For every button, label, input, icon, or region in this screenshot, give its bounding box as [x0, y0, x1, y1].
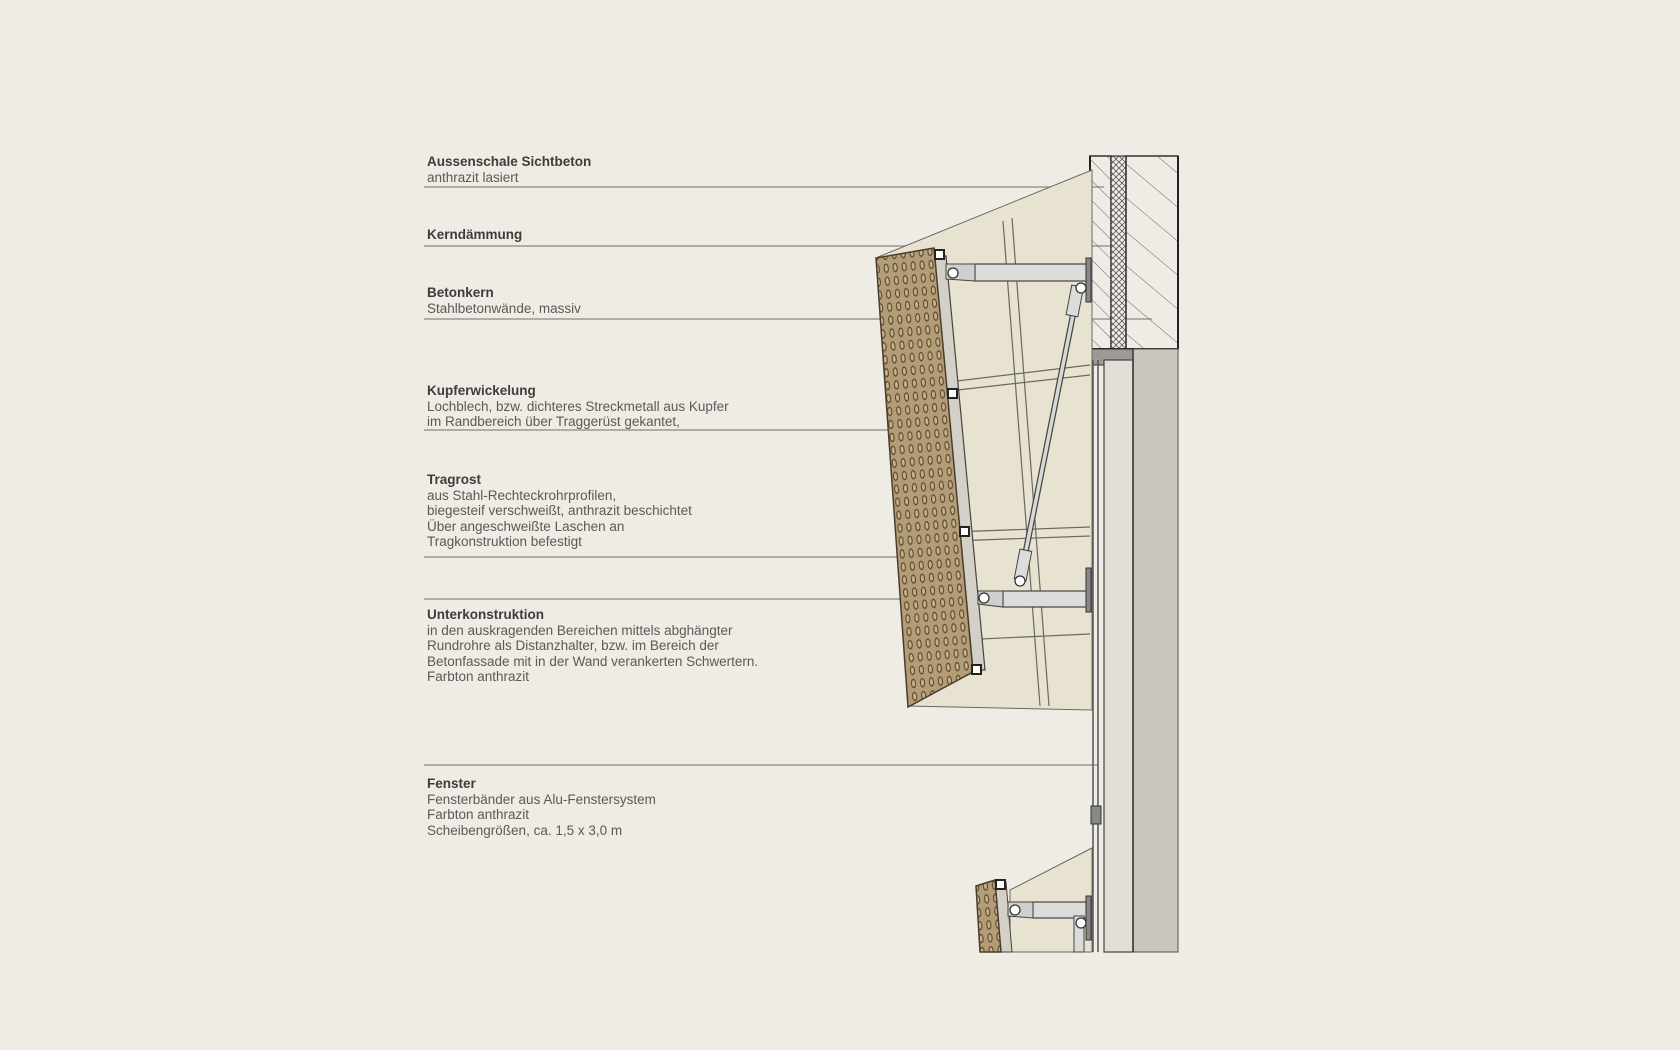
- label-title: Unterkonstruktion: [427, 607, 545, 622]
- label-line: Lochblech, bzw. dichteres Streckmetall a…: [427, 398, 729, 414]
- label-line: Scheibengrößen, ca. 1,5 x 3,0 m: [427, 822, 623, 838]
- upper-wall-section: [1089, 155, 1179, 366]
- label-title: Tragrost: [427, 472, 482, 487]
- lower-standoff-tube: [1002, 590, 1090, 608]
- label-line: Farbton anthrazit: [427, 807, 530, 823]
- label-line: Stahlbetonwände, massiv: [427, 300, 581, 316]
- outer-concrete-shell: [1089, 155, 1112, 350]
- label-line: Rundrohre als Distanzhalter, bzw. im Ber…: [427, 638, 719, 654]
- core-insulation: [1110, 155, 1127, 350]
- concrete-core-lower: [1132, 348, 1179, 953]
- label-line: aus Stahl-Rechteckrohrprofilen,: [427, 487, 617, 503]
- window-profile: [1090, 805, 1102, 825]
- window-sill-column: [1103, 359, 1134, 953]
- label-kerndaemmung: Kerndämmung: [427, 227, 522, 243]
- lower-wall-section: [1090, 348, 1179, 953]
- label-line: Fensterbänder aus Alu-Fenstersystem: [427, 791, 656, 807]
- label-line: Über angeschweißte Laschen an: [427, 518, 625, 534]
- label-line: Farbton anthrazit: [427, 669, 530, 685]
- label-line: Tragkonstruktion befestigt: [427, 534, 582, 550]
- concrete-core-wall: [1125, 155, 1179, 350]
- cantilever-facade-top: [875, 169, 1093, 711]
- label-betonkern: Betonkern Stahlbetonwände, massiv: [427, 285, 581, 316]
- label-line: anthrazit lasiert: [427, 169, 519, 185]
- label-line: in den auskragenden Bereichen mittels ab…: [427, 622, 733, 638]
- label-title: Kerndämmung: [427, 227, 523, 242]
- label-unterkonstruktion: Unterkonstruktion in den auskragenden Be…: [427, 607, 758, 685]
- cantilever-facade-bottom: [975, 847, 1093, 953]
- label-line: Betonfassade mit in der Wand verankerten…: [427, 653, 759, 669]
- label-tragrost: Tragrost aus Stahl-Rechteckrohrprofilen,…: [427, 472, 692, 550]
- label-title: Fenster: [427, 776, 476, 791]
- label-title: Betonkern: [427, 285, 494, 300]
- label-title: Aussenschale Sichtbeton: [427, 154, 592, 169]
- copper-panel-lower: [975, 879, 1002, 953]
- label-line: biegesteif verschweißt, anthrazit beschi…: [427, 503, 692, 519]
- label-line: im Randbereich über Traggerüst gekantet,: [427, 414, 680, 430]
- label-kupferwickelung: Kupferwickelung Lochblech, bzw. dichtere…: [427, 383, 729, 430]
- label-aussenschale: Aussenschale Sichtbeton anthrazit lasier…: [427, 154, 591, 185]
- label-fenster: Fenster Fensterbänder aus Alu-Fenstersys…: [427, 776, 656, 838]
- leader-lines: [424, 186, 1152, 766]
- label-title: Kupferwickelung: [427, 383, 536, 398]
- upper-standoff-tube: [974, 263, 1090, 282]
